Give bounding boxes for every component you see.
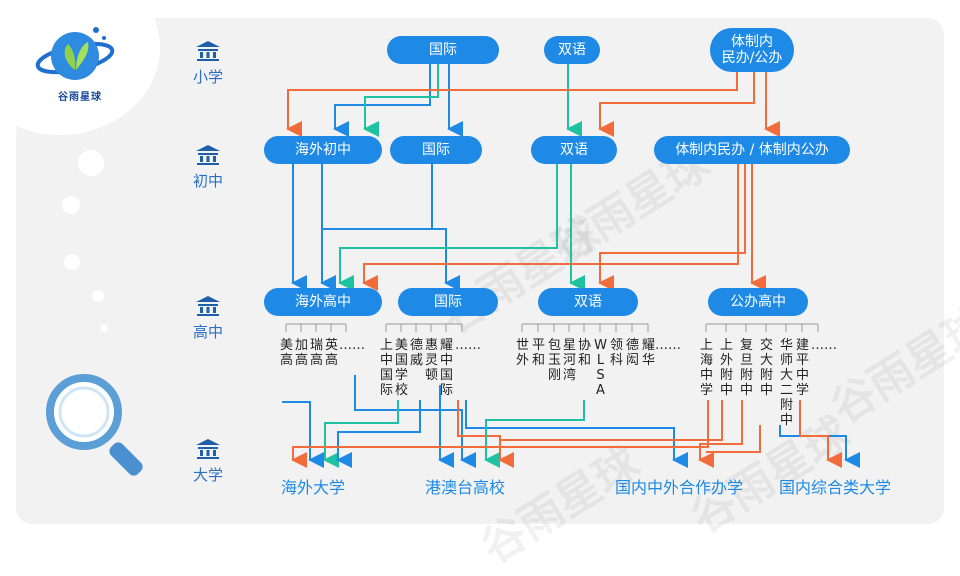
school-building-icon: [196, 296, 220, 316]
level-middle: 初中: [186, 144, 230, 191]
school-intl: 德威: [409, 338, 423, 368]
node-high-public: 公办高中: [708, 288, 808, 316]
school-public: 复旦附中: [739, 338, 753, 398]
level-label: 初中: [192, 172, 223, 190]
school-public: 上外附中: [719, 338, 733, 398]
school-bilingual: 耀华: [641, 338, 655, 368]
level-primary: 小学: [186, 40, 230, 87]
school-overseas: 加高: [294, 338, 308, 368]
flow-lines: [282, 62, 860, 468]
node-high-intl: 国际: [398, 288, 498, 316]
school-intl: ……: [455, 338, 481, 353]
node-middle-system: 体制内民办 / 体制内公办: [654, 136, 850, 164]
level-label: 高中: [192, 323, 223, 341]
school-bilingual: 领科: [609, 338, 623, 368]
level-label: 大学: [192, 466, 223, 484]
uni-domestic: 国内综合类大学: [779, 478, 892, 497]
school-overseas: 美高: [279, 338, 293, 368]
level-high: 高中: [186, 295, 230, 342]
school-bilingual: 协和: [577, 338, 591, 368]
uni-joint-venture: 国内中外合作办学: [615, 478, 744, 497]
school-public: 交大附中: [759, 338, 773, 398]
school-intl: 耀中国际: [439, 338, 453, 398]
node-high-overseas: 海外高中: [264, 288, 382, 316]
uni-overseas: 海外大学: [281, 478, 346, 497]
node-primary-bilingual: 双语: [544, 36, 600, 64]
node-middle-overseas: 海外初中: [264, 136, 382, 164]
school-overseas: ……: [339, 338, 365, 353]
school-public: 华师大二附中: [779, 338, 793, 428]
school-bilingual: 世外: [515, 338, 529, 368]
school-intl: 美国学校: [394, 338, 408, 398]
school-intl: 上中国际: [379, 338, 393, 398]
node-middle-intl: 国际: [390, 136, 482, 164]
magnifier-icon: [46, 374, 143, 476]
logo-planet-icon: [35, 27, 115, 80]
decor-dot: [78, 150, 104, 176]
uni-hk-macau-taiwan: 港澳台高校: [425, 478, 506, 497]
decor-dot: [64, 254, 80, 270]
node-primary-intl: 国际: [387, 36, 499, 64]
node-high-bilingual: 双语: [538, 288, 638, 316]
logo-text: 谷雨星球: [58, 92, 102, 103]
decor-dot: [100, 324, 108, 332]
school-bilingual: ……: [655, 338, 681, 353]
school-bilingual: 平和: [531, 338, 545, 368]
school-building-icon: [196, 41, 220, 61]
node-primary-system: 体制内 民办/公办: [710, 28, 794, 72]
school-bilingual: WLSA: [594, 338, 607, 398]
school-building-icon: [196, 439, 220, 459]
node-middle-bilingual: 双语: [531, 136, 617, 164]
school-public: 上海中学: [699, 338, 713, 398]
school-bilingual: 星河湾: [562, 338, 576, 383]
school-overseas: 英高: [324, 338, 338, 368]
school-bilingual: 包玉刚: [547, 338, 561, 383]
diagram-panel: [16, 18, 944, 524]
level-label: 小学: [192, 68, 223, 86]
school-building-icon: [196, 145, 220, 165]
school-intl: 惠灵顿: [424, 338, 438, 383]
decor-dot: [62, 196, 80, 214]
decor-dot: [92, 290, 104, 302]
level-university: 大学: [186, 438, 230, 485]
school-public: 建平中学: [795, 338, 809, 398]
school-public: ……: [811, 338, 837, 353]
school-overseas: 瑞高: [309, 338, 323, 368]
school-bilingual: 德闳: [625, 338, 639, 368]
